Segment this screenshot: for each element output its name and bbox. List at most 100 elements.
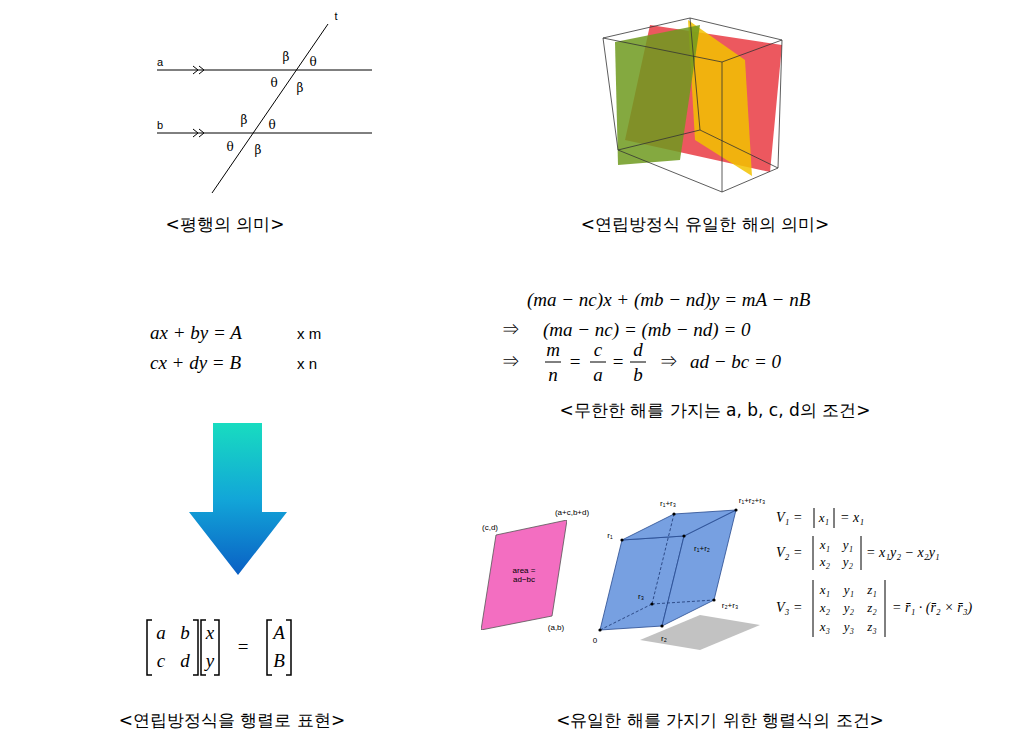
math-label: β (255, 143, 262, 157)
vertex-dot (598, 628, 601, 631)
hidden-edge (600, 514, 714, 630)
vertex-dot (682, 534, 685, 537)
determinant-bar (814, 508, 834, 528)
figure-caption: <유일한 해를 가지기 위한 행렬식의 조건> (556, 709, 884, 732)
parallelogram-fill (481, 520, 567, 630)
down-arrow (189, 423, 287, 575)
figure-caption: <연립방정식을 행렬로 표현> (119, 709, 345, 732)
determinant-bar (813, 580, 885, 637)
math-label: b (180, 622, 190, 644)
math-label: θ (270, 76, 277, 90)
math-label: ad − bc = 0 (690, 351, 781, 373)
math-label: V₂ = (776, 545, 802, 561)
math-label: b (157, 119, 163, 131)
matrix-bracket (267, 620, 291, 675)
math-label: y₃ (844, 619, 854, 635)
math-label: c (594, 339, 602, 361)
math-label: y₂ (844, 600, 854, 616)
math-label: = r̄₁ · (r̄₂ × r̄₃) (892, 600, 972, 616)
math-label: θ (226, 140, 233, 154)
vertex-dot (734, 508, 737, 511)
vertex-dot (712, 598, 715, 601)
math-label: = (613, 351, 624, 373)
math-label: z₂ (867, 600, 877, 616)
math-label: z₁ (867, 582, 877, 598)
figure-caption: <연립방정식 유일한 해의 의미> (581, 213, 830, 236)
math-label: y₂ (843, 554, 853, 570)
parallel-mark (193, 129, 204, 137)
math-label: ⇒ (659, 349, 678, 375)
figure-caption: <평행의 의미> (166, 213, 285, 236)
matrix-bracket (201, 620, 219, 675)
math-label: β (297, 81, 304, 95)
fraction-bar (590, 362, 606, 363)
parallel-line (157, 133, 372, 134)
math-label: a (157, 56, 163, 68)
math-label: x n (297, 355, 317, 372)
math-label: x m (297, 325, 321, 342)
math-label: (c,d) (482, 523, 498, 532)
math-label: t (334, 10, 337, 22)
math-label: n (548, 364, 558, 386)
math-label: x₁ (820, 582, 830, 598)
math-label: (ma − nc)x + (mb − nd)y = mA − nB (527, 289, 810, 311)
math-label: r₁+r₃ (660, 499, 676, 508)
math-label: x (206, 622, 214, 644)
math-label: a (156, 622, 166, 644)
parallel-mark (193, 66, 204, 74)
parallel-line (157, 70, 372, 71)
math-label: r₃ (638, 592, 644, 601)
math-label: B (273, 650, 285, 672)
math-label: z₃ (867, 619, 877, 635)
math-label: a (593, 364, 603, 386)
math-label: x₃ (820, 619, 830, 635)
math-label: A (273, 622, 285, 644)
math-label: y₁ (844, 582, 854, 598)
math-label: x₂ (820, 554, 830, 570)
math-label: = (238, 636, 249, 658)
math-label: c (157, 650, 165, 672)
parallelepiped-face (622, 510, 736, 540)
math-label: r₂+r₃ (722, 601, 738, 610)
fraction-bar (630, 362, 646, 363)
yellow-plane (688, 20, 752, 176)
math-label: x₂ (820, 600, 830, 616)
math-label: = x₁ (840, 510, 864, 526)
math-label: V₁ = (776, 510, 802, 526)
cube-frame (603, 18, 782, 192)
math-label: θ (268, 118, 275, 132)
matrix-bracket (147, 620, 198, 675)
math-label: x₁ (820, 537, 830, 553)
math-label: y (206, 650, 214, 672)
math-label: cx + dy = B (150, 352, 241, 374)
green-plane (615, 25, 700, 165)
math-label: 0 (593, 636, 597, 645)
math-label: ax + by = A (150, 322, 242, 344)
math-label: r₁+r₂+r₃ (739, 496, 765, 505)
math-label: y₁ (843, 537, 853, 553)
math-label: ⇒ (501, 317, 520, 343)
math-label: β (241, 113, 248, 127)
math-label: = (570, 351, 581, 373)
figure-caption: <무한한 해를 가지는 a, b, c, d의 조건> (560, 399, 871, 422)
math-label: b (633, 364, 643, 386)
determinant-bar (813, 536, 861, 570)
math-label: x₁ (819, 510, 829, 526)
math-label: r₂ (661, 634, 667, 643)
math-label: d (180, 650, 190, 672)
area-text: area = ad−bc (512, 566, 536, 584)
vertex-dot (650, 602, 653, 605)
vertex-dot (672, 512, 675, 515)
math-label: θ (309, 55, 316, 69)
math-label: r₁ (607, 531, 612, 540)
math-label: m (546, 339, 560, 361)
vertex-dot (660, 624, 663, 627)
vertex-dot (620, 538, 623, 541)
math-label: = x₁y₂ − x₂y₁ (866, 545, 940, 561)
math-label: V₃ = (776, 600, 802, 616)
math-label: (a,b) (548, 623, 564, 632)
math-label: β (283, 50, 290, 64)
math-label: r₁+r₂ (694, 544, 710, 553)
math-label: ⇒ (501, 349, 520, 375)
